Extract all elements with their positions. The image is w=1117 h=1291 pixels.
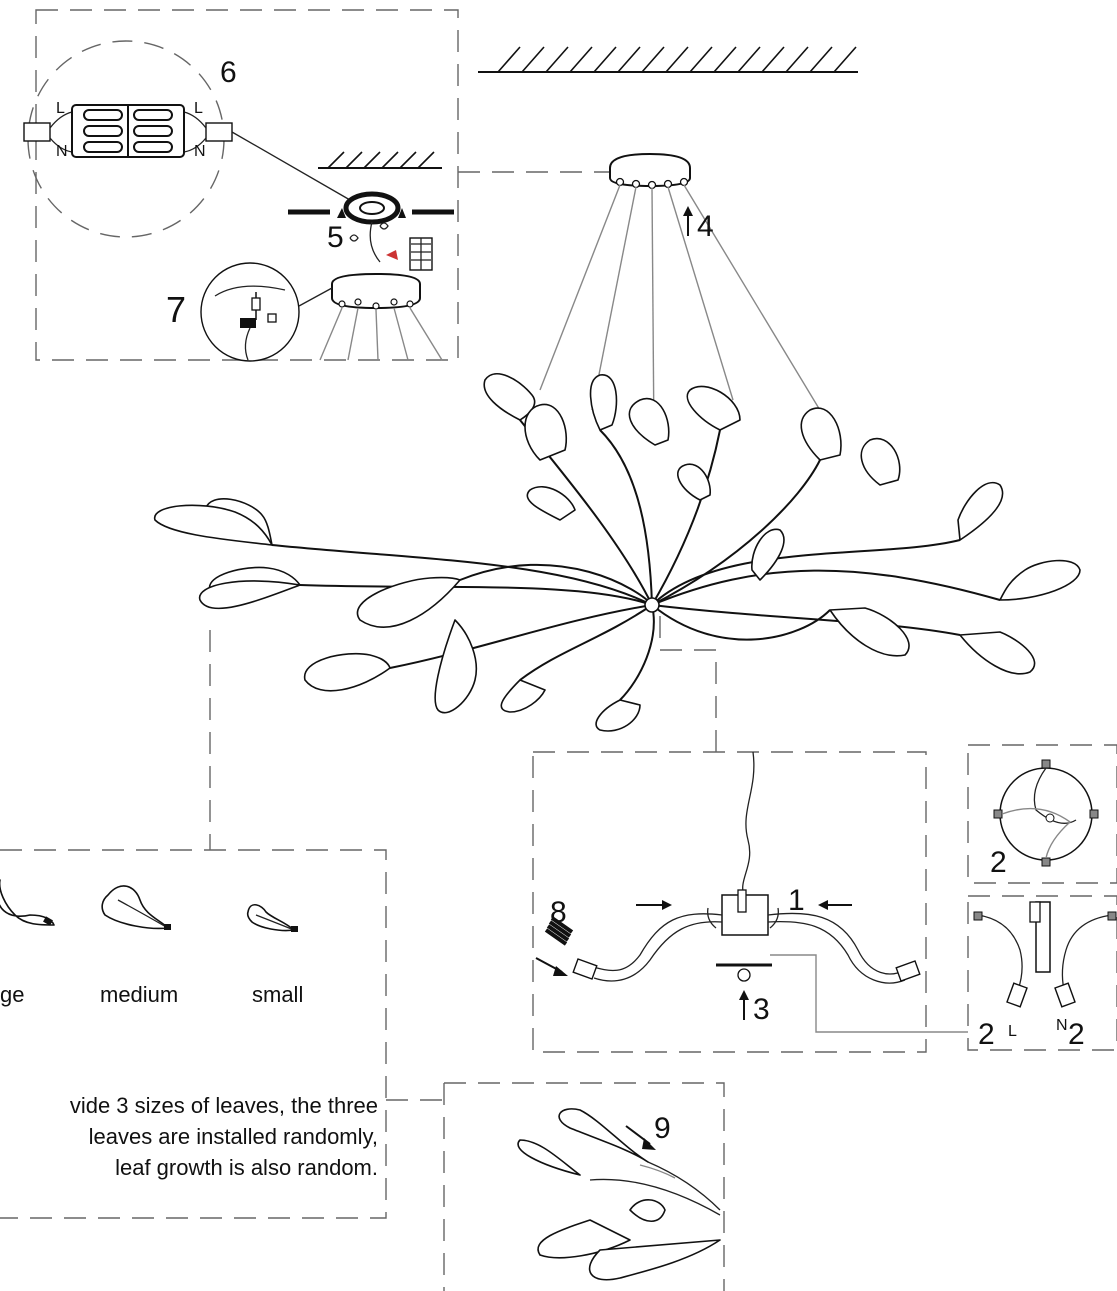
detail-box-wire-top [967,744,1117,884]
callout-5: 5 [327,221,344,254]
wire-detail-top: 2 [990,759,1099,879]
arrow-right [636,900,672,910]
leaf-installation-note: vide 3 sizes of leaves, the three leaves… [0,1090,378,1183]
strain-relief-zoom: 7 [166,262,333,362]
ceiling-hatch-small [318,151,442,169]
label-neutral: N [1056,1017,1068,1034]
canopy-main [609,152,691,190]
chandelier-leaves [154,373,1081,732]
note-line-2: leaves are installed randomly, [88,1124,378,1149]
callout-2-left: 2 [978,1018,995,1051]
leaf-size-medium: medium [100,885,178,1007]
arrow-left [818,900,852,910]
callout-2-top: 2 [990,846,1007,879]
ceiling-hatch [478,46,858,73]
hub-center [644,597,660,613]
chandelier-branches [271,419,1001,701]
label-small: small [252,982,303,1007]
detail-box-leaf-install [386,1082,725,1291]
callout-7: 7 [166,289,186,330]
label-large: ge [0,982,24,1007]
callout-2-right: 2 [1068,1018,1085,1051]
callout-3: 3 [753,993,770,1026]
svg-text:L: L [194,100,203,117]
callout-4: 4 [697,210,714,243]
leaf-size-large: ge [0,879,55,1007]
svg-text:L: L [56,100,65,117]
arrow-up-3: 3 [739,990,770,1026]
detail-box-canopy [35,9,610,361]
note-line-3: leaf growth is also random. [115,1155,378,1180]
detail-box-leaf-sizes [0,630,387,1219]
leaf-install-detail: 9 [517,1108,721,1281]
hub-assembly-detail: 1 3 8 [535,751,968,1033]
label-medium: medium [100,982,178,1007]
leaf-size-small: small [246,904,303,1007]
callout-6: 6 [220,56,237,89]
cable-tie-8: 8 [535,896,574,976]
note-line-1: vide 3 sizes of leaves, the three [69,1093,378,1118]
canopy-small [319,272,443,361]
callout-8: 8 [550,896,567,929]
wire-detail-bottom: 2 L N 2 [973,901,1117,1051]
connector-zoom-circle: L N L N 6 [23,40,237,238]
callout-9: 9 [654,1112,671,1145]
callout-1: 1 [788,884,805,917]
svg-text:N: N [56,143,68,160]
label-live: L [1008,1023,1017,1040]
suspension-cables [539,184,839,443]
arrow-up-4: 4 [683,206,714,243]
mounting-bracket: 5 [231,131,454,271]
svg-text:N: N [194,143,206,160]
detail-box-hub [532,616,927,1053]
